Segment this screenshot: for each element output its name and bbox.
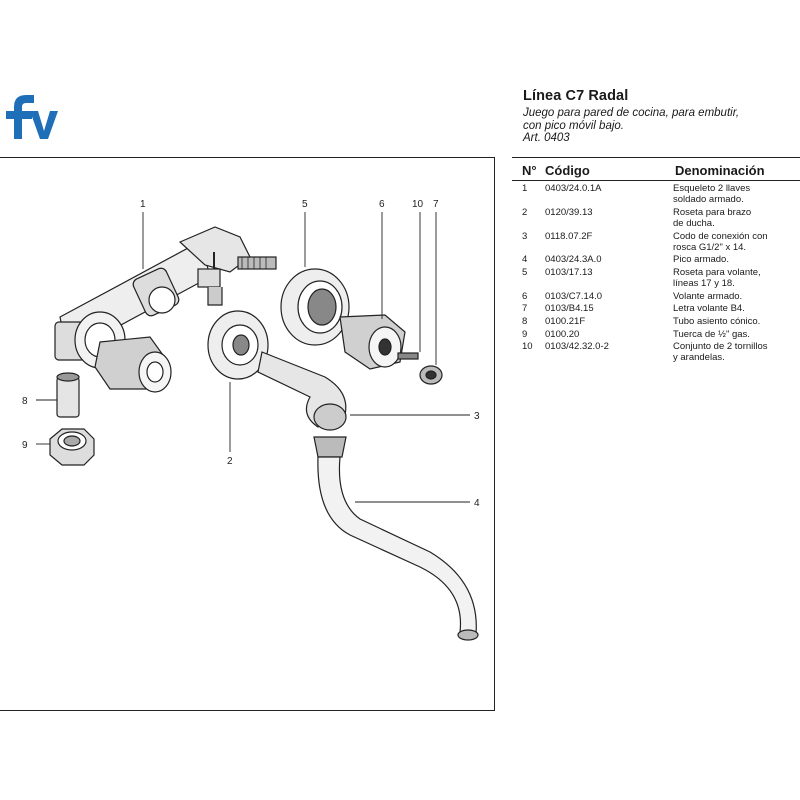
table-row: 7 0103/B4.15 Letra volante B4. — [512, 303, 800, 314]
row-num: 6 — [522, 290, 528, 302]
table-row: 6 0103/C7.14.0 Volante armado. — [512, 291, 800, 302]
table-row: 3 0118.07.2F Codo de conexión con rosca G1… — [512, 231, 800, 253]
callout-9: 9 — [22, 440, 28, 451]
callout-8: 8 — [22, 396, 28, 407]
row-name: Pico armado. — [673, 254, 729, 266]
row-code: 0120/39.13 — [545, 206, 593, 218]
table-row: 10 0103/42.32.0-2 Conjunto de 2 tornillos … — [512, 341, 800, 363]
handle-rosette — [280, 268, 350, 346]
row-name: Roseta para volante, líneas 17 y 18. — [673, 266, 761, 290]
handle-assembly — [339, 314, 406, 370]
exploded-diagram: 1 2 3 4 5 6 7 8 9 10 — [22, 199, 480, 641]
row-name: Codo de conexión con rosca G1/2" x 14. — [673, 230, 768, 253]
shower-rosette — [207, 310, 269, 380]
callout-4: 4 — [474, 498, 480, 509]
row-name: Conjunto de 2 tornillos y arandelas. — [673, 341, 768, 364]
table-row: 2 0120/39.13 Roseta para brazo de ducha. — [512, 207, 800, 229]
callout-1: 1 — [140, 199, 146, 210]
gas-nut — [49, 428, 95, 466]
spout — [317, 456, 479, 641]
product-subtitle: Juego para pared de cocina, para embutir… — [523, 107, 739, 145]
row-name: Tuerca de ½" gas. — [673, 328, 750, 340]
callout-3: 3 — [474, 411, 480, 422]
col-header-code: Código — [545, 163, 590, 178]
row-name: Roseta para brazo de ducha. — [673, 206, 752, 229]
callout-5: 5 — [302, 199, 308, 210]
row-num: 9 — [522, 328, 528, 340]
row-num: 1 — [522, 183, 528, 194]
row-code: 0103/17.13 — [545, 266, 593, 278]
row-code: 0103/C7.14.0 — [545, 290, 603, 302]
product-title: Línea C7 Radal — [523, 88, 629, 104]
conical-tube — [56, 372, 80, 418]
row-name: Esqueleto 2 llaves soldado armado. — [673, 183, 751, 206]
row-name: Tubo asiento cónico. — [673, 315, 761, 327]
row-name: Volante armado. — [673, 290, 743, 302]
row-code: 0100.21F — [545, 315, 586, 327]
table-row: 8 0100.21F Tubo asiento cónico. — [512, 316, 800, 327]
skeleton-body — [54, 226, 277, 393]
row-code: 0103/B4.15 — [545, 303, 594, 315]
row-num: 7 — [522, 303, 528, 315]
callout-10: 10 — [412, 199, 424, 210]
row-num: 8 — [522, 315, 528, 327]
row-num: 5 — [522, 266, 528, 278]
callout-2: 2 — [227, 456, 233, 467]
screw-set — [397, 352, 443, 385]
subtitle-line: con pico móvil bajo. — [523, 119, 624, 132]
header-divider — [512, 157, 800, 158]
callout-6: 6 — [379, 199, 385, 210]
row-num: 4 — [522, 254, 528, 266]
parts-table: 1 0403/24.0.1A Esqueleto 2 llaves soldado … — [512, 183, 800, 365]
col-header-num: N° — [522, 163, 537, 178]
row-code: 0403/24.0.1A — [545, 183, 602, 194]
row-code: 0103/42.32.0-2 — [545, 341, 609, 353]
col-header-name: Denominación — [675, 163, 765, 178]
row-code: 0118.07.2F — [545, 230, 593, 242]
table-header-divider — [512, 180, 800, 181]
table-row: 1 0403/24.0.1A Esqueleto 2 llaves soldado … — [512, 183, 800, 205]
row-num: 10 — [522, 341, 533, 353]
row-name: Letra volante B4. — [673, 303, 745, 315]
table-row: 4 0403/24.3A.0 Pico armado. — [512, 254, 800, 265]
row-code: 0100.20 — [545, 328, 580, 340]
fv-logo — [6, 95, 58, 139]
subtitle-line: Art. 0403 — [523, 132, 570, 144]
row-code: 0403/24.3A.0 — [545, 254, 602, 266]
product-header: Línea C7 Radal Juego para pared de cocin… — [523, 88, 739, 145]
subtitle-line: Juego para pared de cocina, para embutir… — [523, 107, 740, 119]
row-num: 2 — [522, 206, 528, 218]
callout-7: 7 — [433, 199, 439, 210]
table-row: 5 0103/17.13 Roseta para volante, líneas 1… — [512, 267, 800, 289]
elbow-connector — [257, 351, 347, 458]
row-num: 3 — [522, 230, 528, 242]
table-row: 9 0100.20 Tuerca de ½" gas. — [512, 329, 800, 340]
diagram-frame — [0, 157, 495, 711]
